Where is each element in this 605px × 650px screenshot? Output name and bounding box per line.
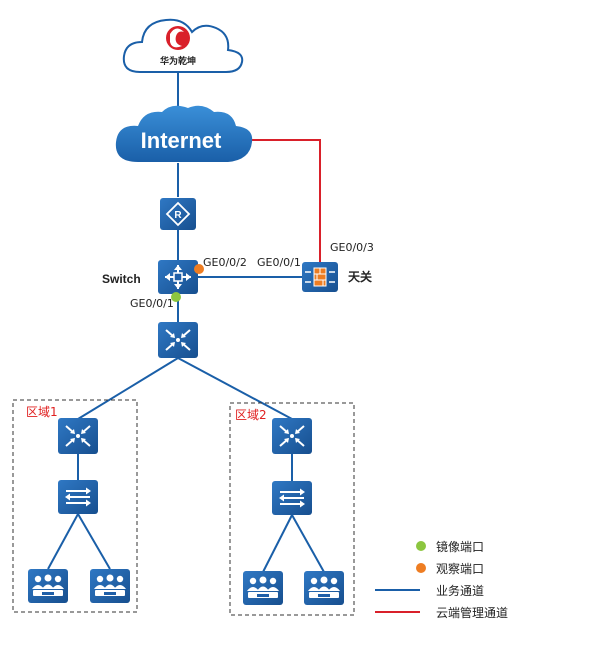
user-group-icon bbox=[28, 569, 68, 603]
brand-label: 华为乾坤 bbox=[160, 55, 196, 67]
core-switch-icon bbox=[157, 321, 199, 359]
link-zone2-l2-users2 bbox=[291, 514, 325, 573]
mirror-port-dot bbox=[171, 292, 181, 302]
link-agg-zone2 bbox=[177, 357, 293, 420]
cloud-management-links bbox=[238, 139, 321, 263]
zone-2-l2-switch[interactable] bbox=[271, 480, 313, 516]
l2-switch-icon bbox=[57, 479, 99, 515]
legend-cloud-label: 云端管理通道 bbox=[436, 605, 508, 620]
zone-2-core-switch[interactable] bbox=[271, 417, 313, 455]
zone-1: 区域1 bbox=[12, 399, 138, 613]
legend: 镜像端口 观察端口 业务通道 云端管理通道 bbox=[375, 539, 508, 620]
l2-switch-icon bbox=[271, 480, 313, 516]
link-zone2-l2-users1 bbox=[262, 514, 293, 573]
aggregation-switch[interactable] bbox=[157, 321, 199, 359]
internet-label: Internet bbox=[141, 128, 222, 153]
zone-1-users-2[interactable] bbox=[90, 569, 130, 603]
zone-1-l2-switch[interactable] bbox=[57, 479, 99, 515]
link-internet-firewall bbox=[238, 139, 321, 263]
brand-logo-icon bbox=[166, 26, 190, 50]
zone-2-users-2[interactable] bbox=[304, 571, 344, 605]
switch-icon bbox=[165, 265, 191, 289]
zone-1-label: 区域1 bbox=[26, 405, 58, 419]
link-agg-zone1 bbox=[77, 357, 179, 420]
legend-mirror-dot bbox=[416, 541, 426, 551]
zone-1-users-1[interactable] bbox=[28, 569, 68, 603]
router[interactable]: R bbox=[160, 198, 196, 230]
zone-1-core-switch[interactable] bbox=[57, 417, 99, 455]
main-switch[interactable] bbox=[158, 260, 198, 294]
legend-observe-label: 观察端口 bbox=[436, 562, 484, 576]
internet-cloud: Internet bbox=[115, 105, 253, 162]
legend-observe-dot bbox=[416, 563, 426, 573]
firewall[interactable] bbox=[302, 262, 338, 292]
core-switch-icon bbox=[57, 417, 99, 455]
legend-mirror-label: 镜像端口 bbox=[436, 539, 484, 554]
firewall-icon bbox=[305, 267, 335, 287]
user-group-icon bbox=[243, 571, 283, 605]
zone-2-users-1[interactable] bbox=[243, 571, 283, 605]
firewall-label: 天关 bbox=[348, 269, 372, 284]
router-icon: R bbox=[165, 201, 191, 227]
port-ge002-label: GE0/0/2 bbox=[203, 256, 247, 269]
svg-text:R: R bbox=[174, 210, 182, 221]
observe-port-dot bbox=[194, 264, 204, 274]
port-ge001-firewall-label: GE0/0/1 bbox=[257, 256, 301, 269]
zone-2-label: 区域2 bbox=[235, 408, 267, 422]
link-zone1-l2-users1 bbox=[47, 513, 79, 570]
user-group-icon bbox=[304, 571, 344, 605]
port-ge001-down-label: GE0/0/1 bbox=[130, 297, 174, 310]
legend-business-label: 业务通道 bbox=[436, 583, 484, 598]
core-switch-icon bbox=[271, 417, 313, 455]
user-group-icon bbox=[90, 569, 130, 603]
business-links bbox=[47, 72, 325, 573]
link-zone1-l2-users2 bbox=[77, 513, 111, 570]
switch-label: Switch bbox=[102, 272, 141, 286]
port-ge003-label: GE0/0/3 bbox=[330, 241, 374, 254]
zone-2: 区域2 bbox=[229, 402, 355, 616]
huawei-qiankun-cloud: 华为乾坤 bbox=[122, 18, 244, 73]
